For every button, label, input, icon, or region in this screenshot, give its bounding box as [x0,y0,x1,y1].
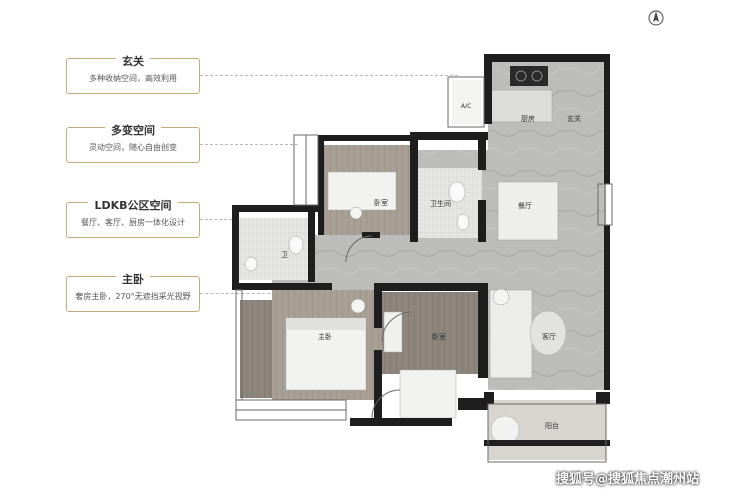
windows [235,76,613,463]
callout-ldkb: LDKB公区空间 餐厅、客厅、厨房一体化设计 [66,199,200,238]
callout-desc: 灵动空间，随心自由创变 [89,143,177,152]
callout-desc: 奢房主卧，270°无遮挡采光视野 [75,292,191,301]
room-label-bathroom: 卫生间 [430,199,451,208]
room-label-bedroom-top: 卧室 [374,198,388,207]
room-label-master: 主卧 [318,332,332,341]
callout-desc: 多种收纳空间，高效利用 [89,74,177,83]
callout-title: 多变空间 [105,124,161,137]
leader-line [200,219,232,220]
room-label-kitchen: 厨房 [521,114,535,123]
leader-line [200,144,298,145]
callout-title: 玄关 [116,55,150,68]
room-label-entry: 玄关 [567,114,581,123]
room-label-dining: 餐厅 [518,201,532,210]
callout-master: 主卧 奢房主卧，270°无遮挡采光视野 [66,273,200,312]
walls [232,54,610,446]
callout-flex-space: 多变空间 灵动空间，随心自由创变 [66,124,200,163]
north-arrow-icon [648,10,664,26]
callout-title: 主卧 [116,273,150,286]
room-label-ac: A/C [461,103,471,110]
room-label-living: 客厅 [542,332,556,341]
watermark: 搜狐号@搜狐焦点潮州站 [556,472,700,487]
furniture [244,66,567,445]
room-label-balcony: 阳台 [545,421,559,430]
leader-line [200,75,458,76]
room-label-ensuite: 卫 [281,251,288,259]
callout-desc: 餐厅、客厅、厨房一体化设计 [81,218,185,227]
callout-entrance: 玄关 多种收纳空间，高效利用 [66,55,200,94]
leader-line [200,293,270,294]
room-label-bedroom-mid: 卧室 [432,332,446,341]
callout-title: LDKB公区空间 [88,199,178,212]
